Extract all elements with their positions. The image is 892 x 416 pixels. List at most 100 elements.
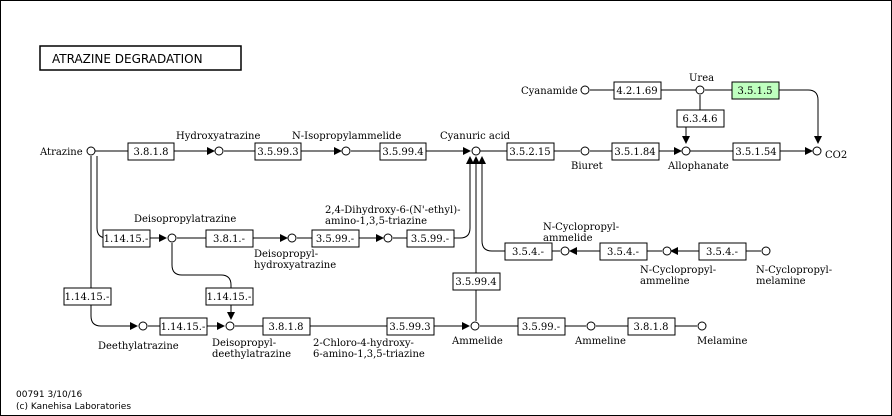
hydroxyatrazine-node[interactable]: [214, 146, 224, 156]
ammeline-node[interactable]: [586, 321, 596, 331]
allophanate-node[interactable]: [681, 146, 691, 156]
label-allophanate: Allophanate: [667, 161, 729, 172]
enzyme-boxes: 3.8.1.8 3.5.99.3 3.5.99.4 3.5.2.15 3.5.1…: [63, 81, 781, 336]
label-dihydroxy-1: 2,4-Dihydroxy-6-(N'-ethyl)-: [325, 205, 460, 216]
enzyme-3-5-4-dash-b[interactable]: 3.5.4.-: [599, 242, 648, 261]
label-n-cyclopropylammelide-2: ammelide: [543, 233, 593, 244]
svg-text:1.14.15.-: 1.14.15.-: [104, 234, 149, 245]
enzyme-3-8-1-8-right[interactable]: 3.8.1.8: [627, 317, 676, 336]
label-n-cyclopropylammeline-1: N-Cyclopropyl-: [640, 265, 716, 276]
svg-text:3.5.1.84: 3.5.1.84: [614, 147, 655, 158]
label-n-cyclopropylammeline-2: ammeline: [640, 276, 690, 287]
svg-text:3.8.1.8: 3.8.1.8: [269, 322, 304, 333]
label-melamine: Melamine: [697, 336, 747, 347]
enzyme-3-5-99-4-mid[interactable]: 3.5.99.4: [452, 272, 501, 291]
label-n-isopropylammelide: N-Isopropylammelide: [292, 131, 401, 142]
enzyme-1-14-15-left[interactable]: 1.14.15.-: [63, 287, 112, 306]
n-cyclopropylammeline-node[interactable]: [662, 246, 672, 256]
svg-text:3.5.99.4: 3.5.99.4: [382, 147, 423, 158]
svg-text:1.14.15.-: 1.14.15.-: [161, 322, 206, 333]
svg-text:3.5.99.3: 3.5.99.3: [389, 322, 430, 333]
n-cyclopropylammelide-node[interactable]: [560, 246, 570, 256]
enzyme-3-8-1-8-bottom[interactable]: 3.8.1.8: [262, 317, 311, 336]
enzyme-3-5-1-84[interactable]: 3.5.1.84: [611, 142, 660, 161]
enzyme-6-3-4-6[interactable]: 6.3.4.6: [676, 109, 725, 128]
cyanuric-acid-node[interactable]: [471, 146, 481, 156]
svg-text:3.5.99.3: 3.5.99.3: [257, 147, 298, 158]
label-ammelide: Ammelide: [451, 336, 503, 347]
enzyme-1-14-15-bottom[interactable]: 1.14.15.-: [159, 317, 208, 336]
dihydroxy-triazine-node[interactable]: [383, 233, 393, 243]
deisopropyldeethylatrazine-node[interactable]: [225, 321, 235, 331]
enzyme-3-8-1-8-top[interactable]: 3.8.1.8: [127, 142, 175, 161]
deethylatrazine-node[interactable]: [138, 321, 148, 331]
atrazine-node[interactable]: [86, 146, 96, 156]
enzyme-3-5-99-dash-a[interactable]: 3.5.99.-: [311, 229, 360, 248]
enzyme-1-14-15-upper[interactable]: 1.14.15.-: [102, 229, 151, 248]
svg-text:3.5.99.-: 3.5.99.-: [411, 234, 449, 245]
label-co2: CO2: [825, 150, 847, 161]
label-deisopropyldeethylatrazine-2: deethylatrazine: [212, 349, 291, 360]
svg-text:1.14.15.-: 1.14.15.-: [207, 292, 252, 303]
label-deisopropylhydroxyatrazine-2: hydroxyatrazine: [254, 260, 336, 271]
label-urea: Urea: [689, 73, 714, 84]
label-dihydroxy-2: amino-1,3,5-triazine: [325, 216, 427, 227]
label-deisopropyldeethylatrazine-1: Deisopropyl-: [212, 338, 276, 349]
svg-text:3.8.1.8: 3.8.1.8: [634, 322, 669, 333]
svg-text:3.5.1.5: 3.5.1.5: [738, 86, 773, 97]
footer-copyright: (c) Kanehisa Laboratories: [16, 402, 131, 412]
svg-text:3.5.99.4: 3.5.99.4: [455, 277, 496, 288]
n-isopropylammelide-node[interactable]: [341, 146, 351, 156]
svg-text:4.2.1.69: 4.2.1.69: [616, 86, 657, 97]
co2-node[interactable]: [812, 146, 822, 156]
label-cyanuric-acid: Cyanuric acid: [440, 131, 511, 142]
enzyme-3-5-1-54[interactable]: 3.5.1.54: [732, 142, 781, 161]
ammelide-node[interactable]: [470, 321, 480, 331]
footer-id-date: 00791 3/10/16: [16, 390, 82, 400]
label-deisopropylhydroxyatrazine-1: Deisopropyl-: [254, 249, 318, 260]
melamine-node[interactable]: [697, 321, 707, 331]
enzyme-3-5-1-5[interactable]: 3.5.1.5: [731, 81, 780, 100]
cyanamide-node[interactable]: [580, 85, 590, 95]
compound-nodes: [86, 85, 822, 331]
biuret-node[interactable]: [580, 146, 590, 156]
enzyme-3-5-4-dash-a[interactable]: 3.5.4.-: [504, 242, 553, 261]
svg-text:3.8.1.-: 3.8.1.-: [213, 234, 245, 245]
enzyme-1-14-15-mid[interactable]: 1.14.15.-: [205, 287, 254, 306]
svg-text:3.5.99.-: 3.5.99.-: [522, 322, 560, 333]
svg-text:3.5.99.-: 3.5.99.-: [316, 234, 354, 245]
urea-node[interactable]: [695, 85, 705, 95]
enzyme-3-5-99-dash-b[interactable]: 3.5.99.-: [406, 229, 455, 248]
enzyme-4-2-1-69[interactable]: 4.2.1.69: [613, 81, 662, 100]
enzyme-3-5-99-4-top[interactable]: 3.5.99.4: [379, 142, 427, 161]
label-cyanamide: Cyanamide: [521, 86, 578, 97]
enzyme-3-5-99-3-bottom[interactable]: 3.5.99.3: [386, 317, 435, 336]
svg-text:3.5.1.54: 3.5.1.54: [735, 147, 776, 158]
enzyme-3-5-4-dash-c[interactable]: 3.5.4.-: [698, 242, 747, 261]
n-cyclopropylmelamine-node[interactable]: [761, 246, 771, 256]
deisopropylatrazine-node[interactable]: [167, 233, 177, 243]
svg-text:3.5.4.-: 3.5.4.-: [512, 247, 544, 258]
enzyme-3-5-2-15[interactable]: 3.5.2.15: [506, 142, 555, 161]
svg-text:3.5.4.-: 3.5.4.-: [607, 247, 639, 258]
enzyme-3-5-99-dash-c[interactable]: 3.5.99.-: [517, 317, 566, 336]
deisopropylhydroxyatrazine-node[interactable]: [287, 233, 297, 243]
svg-text:3.5.4.-: 3.5.4.-: [706, 247, 738, 258]
label-chloro-2: 6-amino-1,3,5-triazine: [313, 349, 425, 360]
svg-text:6.3.4.6: 6.3.4.6: [683, 114, 718, 125]
label-n-cyclopropylmelamine-2: melamine: [756, 276, 806, 287]
label-deethylatrazine: Deethylatrazine: [98, 341, 179, 352]
map-title: ATRAZINE DEGRADATION: [39, 45, 242, 71]
footer: 00791 3/10/16 (c) Kanehisa Laboratories: [16, 390, 131, 412]
enzyme-3-8-1-dash[interactable]: 3.8.1.-: [205, 229, 254, 248]
svg-text:3.8.1.8: 3.8.1.8: [134, 147, 169, 158]
label-chloro-1: 2-Chloro-4-hydroxy-: [313, 338, 414, 349]
svg-text:ATRAZINE DEGRADATION: ATRAZINE DEGRADATION: [52, 52, 203, 66]
svg-text:3.5.2.15: 3.5.2.15: [509, 147, 550, 158]
label-n-cyclopropylammelide-1: N-Cyclopropyl-: [543, 222, 619, 233]
label-atrazine: Atrazine: [39, 147, 83, 158]
enzyme-3-5-99-3-top[interactable]: 3.5.99.3: [254, 142, 302, 161]
label-ammeline: Ammeline: [574, 336, 626, 347]
